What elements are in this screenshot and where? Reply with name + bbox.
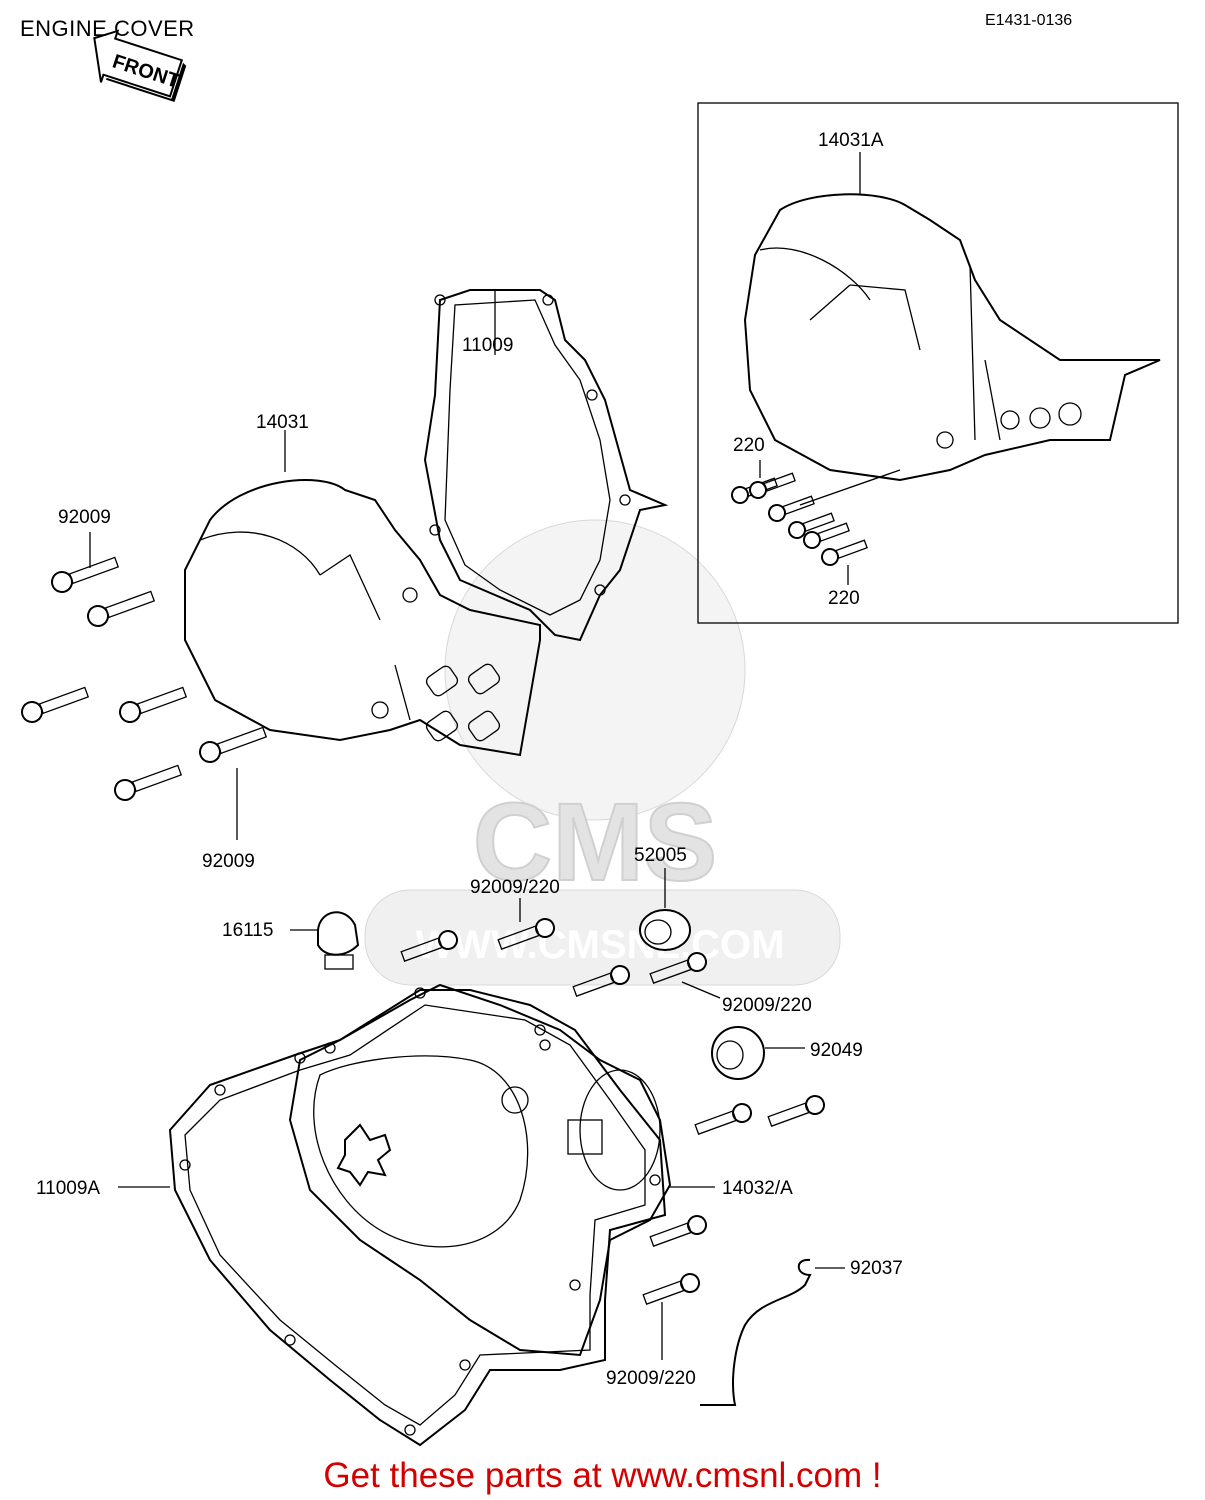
generator-cover-14031: [184, 479, 541, 757]
gasket-11009a: [118, 987, 667, 1447]
page-title: ENGINE COVER: [20, 16, 195, 41]
clutch-cover-14032a: [288, 983, 715, 1357]
label-11009a: 11009A: [36, 1178, 101, 1199]
label-52005: 52005: [634, 845, 687, 866]
clamp-92037: [700, 1258, 845, 1406]
label-92009-bottom: 92009: [202, 851, 255, 872]
label-16115: 16115: [222, 920, 274, 941]
label-92009-top: 92009: [58, 507, 111, 528]
bolt-set-92009: [21, 532, 268, 840]
footer-link-text[interactable]: Get these parts at www.cmsnl.com !: [323, 1456, 882, 1495]
label-92037: 92037: [850, 1258, 903, 1279]
label-92009-220-b: 92009/220: [722, 995, 812, 1016]
inset-box: [697, 102, 1179, 624]
label-14031a: 14031A: [818, 130, 884, 151]
label-92009-220-a: 92009/220: [470, 877, 560, 898]
leader-lines: [284, 152, 861, 472]
screw-set-220: [731, 460, 901, 585]
label-220-top: 220: [733, 435, 765, 456]
label-14032a: 14032/A: [722, 1178, 793, 1199]
diagram-code: E1431-0136: [985, 12, 1073, 29]
label-92009-220-c: 92009/220: [606, 1368, 696, 1389]
bolt-set-92009-220: [400, 898, 825, 1360]
watermark-url: WWW.CMSNL.COM: [416, 923, 785, 967]
oil-filler-cap-16115: [290, 911, 360, 970]
gasket-11009: [423, 289, 669, 642]
label-11009: 11009: [462, 335, 514, 356]
cms-watermark: CMS WWW.CMSNL.COM: [364, 519, 841, 986]
generator-cover-14031a: [743, 193, 1161, 482]
oil-seal-92049: [711, 1026, 805, 1080]
label-14031: 14031: [256, 412, 309, 433]
label-220-bottom: 220: [828, 588, 860, 609]
label-92049: 92049: [810, 1040, 863, 1061]
bearing-52005: [639, 868, 691, 951]
watermark-brand: CMS: [473, 781, 717, 904]
